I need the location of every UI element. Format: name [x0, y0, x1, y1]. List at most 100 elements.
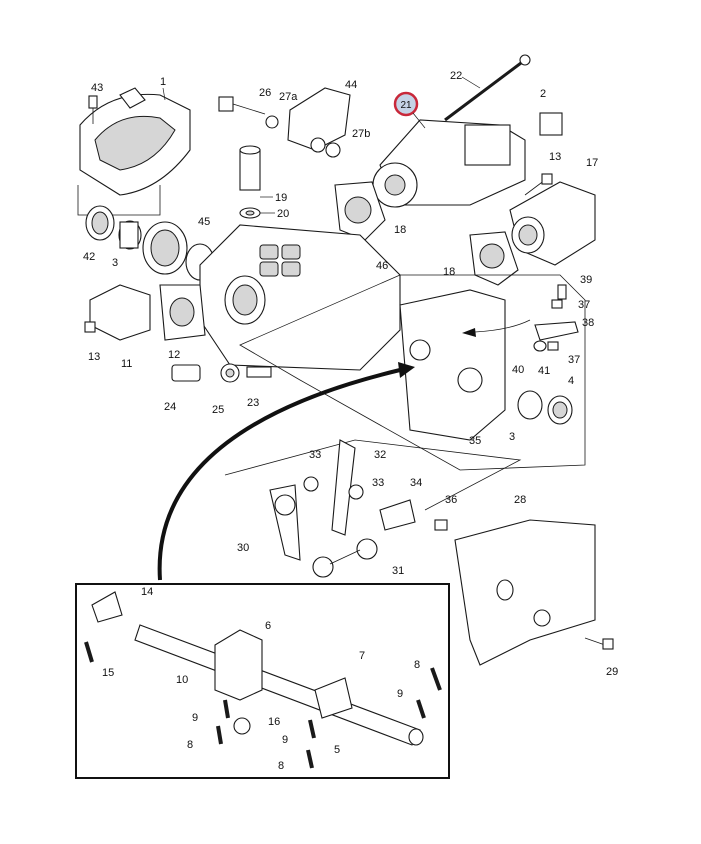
lever-part-38 [534, 321, 579, 341]
gasket-part-12 [159, 284, 206, 341]
cam-part-14 [91, 591, 123, 623]
gasket-part-18 [334, 181, 386, 241]
callout-26: 26 [259, 87, 271, 99]
callout-11: 11 [121, 358, 132, 370]
callout-19: 19 [275, 192, 287, 204]
callout-43: 43 [91, 82, 103, 94]
fork-part-6 [214, 629, 263, 701]
callout-28: 28 [514, 494, 526, 506]
bolt-part-43 [88, 95, 98, 124]
callout-22: 22 [450, 70, 462, 82]
washer-part-41 [533, 340, 547, 352]
sleeve-part-2 [539, 112, 563, 136]
callout-12: 12 [168, 349, 180, 361]
callout-37: 37 [578, 299, 590, 311]
callout-4: 4 [568, 375, 574, 387]
callout-42: 42 [83, 251, 95, 263]
callout-39: 39 [580, 274, 592, 286]
callout-23: 23 [247, 397, 259, 409]
nut-part-37 [551, 299, 563, 309]
callout-37b: 37 [568, 354, 580, 366]
callout-7: 7 [359, 650, 365, 662]
callout-40: 40 [512, 364, 524, 376]
callout-25: 25 [212, 404, 224, 416]
bolt-part-39 [557, 284, 567, 300]
callout-33: 33 [309, 449, 321, 461]
callout-10: 10 [176, 674, 188, 686]
washer-part-20 [239, 207, 261, 219]
callout-16: 16 [268, 716, 280, 728]
callout-20: 20 [277, 208, 289, 220]
highlighted-callout-ring [393, 91, 419, 117]
callout-9c: 9 [282, 734, 288, 746]
callout-41: 41 [538, 365, 550, 377]
callout-29: 29 [606, 666, 618, 678]
callout-18: 18 [394, 224, 406, 236]
callout-3b: 3 [509, 431, 515, 443]
callout-21: 21 [400, 100, 412, 111]
callout-24: 24 [164, 401, 176, 413]
selector-housing [239, 274, 586, 471]
callout-18b: 18 [443, 266, 455, 278]
bolt-part-29 [584, 637, 614, 650]
callout-33b: 33 [372, 477, 384, 489]
callout-27b: 27b [352, 128, 370, 140]
callout-32: 32 [374, 449, 386, 461]
callout-13b: 13 [88, 351, 100, 363]
callout-6: 6 [265, 620, 271, 632]
pin-part-23 [246, 366, 272, 378]
fork-part-7 [314, 677, 353, 719]
callout-14: 14 [141, 586, 153, 598]
callout-9b: 9 [192, 712, 198, 724]
callout-45: 45 [198, 216, 210, 228]
bracket-part-44 [287, 87, 351, 158]
callout-38: 38 [582, 317, 594, 329]
callout-5: 5 [334, 744, 340, 756]
cover-part-28 [454, 519, 596, 666]
callout-44: 44 [345, 79, 357, 91]
leader-arrows [157, 319, 531, 581]
callout-9: 9 [397, 688, 403, 700]
washer-part-25 [220, 363, 240, 383]
seal-part-4 [547, 395, 573, 425]
bolt-part-13b [84, 321, 96, 333]
linkage-group [224, 439, 522, 578]
callout-36: 36 [445, 494, 457, 506]
bolt-part-13 [524, 173, 553, 196]
callout-17: 17 [586, 157, 598, 169]
cover-part-11 [89, 284, 151, 341]
rod-part-22 [444, 54, 531, 122]
callout-15: 15 [102, 667, 114, 679]
callout-30: 30 [237, 542, 249, 554]
callout-2: 2 [540, 88, 546, 100]
inset-frame [75, 583, 450, 779]
main-housing-part-46 [199, 224, 401, 371]
cover-part-1 [77, 87, 191, 216]
nut-part-37b [547, 341, 559, 351]
pin-part-15 [84, 641, 94, 663]
callout-1: 1 [160, 76, 166, 88]
gasket-part-18b [469, 231, 519, 286]
pins-part-8-9 [216, 667, 442, 769]
callout-8b: 8 [187, 739, 193, 751]
callout-34: 34 [410, 477, 422, 489]
callout-8: 8 [414, 659, 420, 671]
bushing-part-3 [118, 220, 142, 250]
pin-part-19 [239, 145, 261, 191]
plug-part-24 [171, 364, 201, 382]
callout-31: 31 [392, 565, 404, 577]
housing-part-17 [509, 181, 596, 266]
bushing-part-3b [517, 390, 543, 420]
callout-3: 3 [112, 257, 118, 269]
bushing-part-16 [233, 717, 251, 735]
motor-part-21 [372, 119, 526, 208]
callout-8c: 8 [278, 760, 284, 772]
callout-13: 13 [549, 151, 561, 163]
bolt-part-26 [218, 96, 279, 129]
callout-27a: 27a [279, 91, 298, 103]
callout-35: 35 [469, 435, 481, 447]
seal-part-42 [85, 205, 115, 241]
callout-46: 46 [376, 260, 388, 272]
callout-labels: 21 43 1 26 27a 44 27b 22 2 13 17 19 20 4… [83, 70, 618, 772]
